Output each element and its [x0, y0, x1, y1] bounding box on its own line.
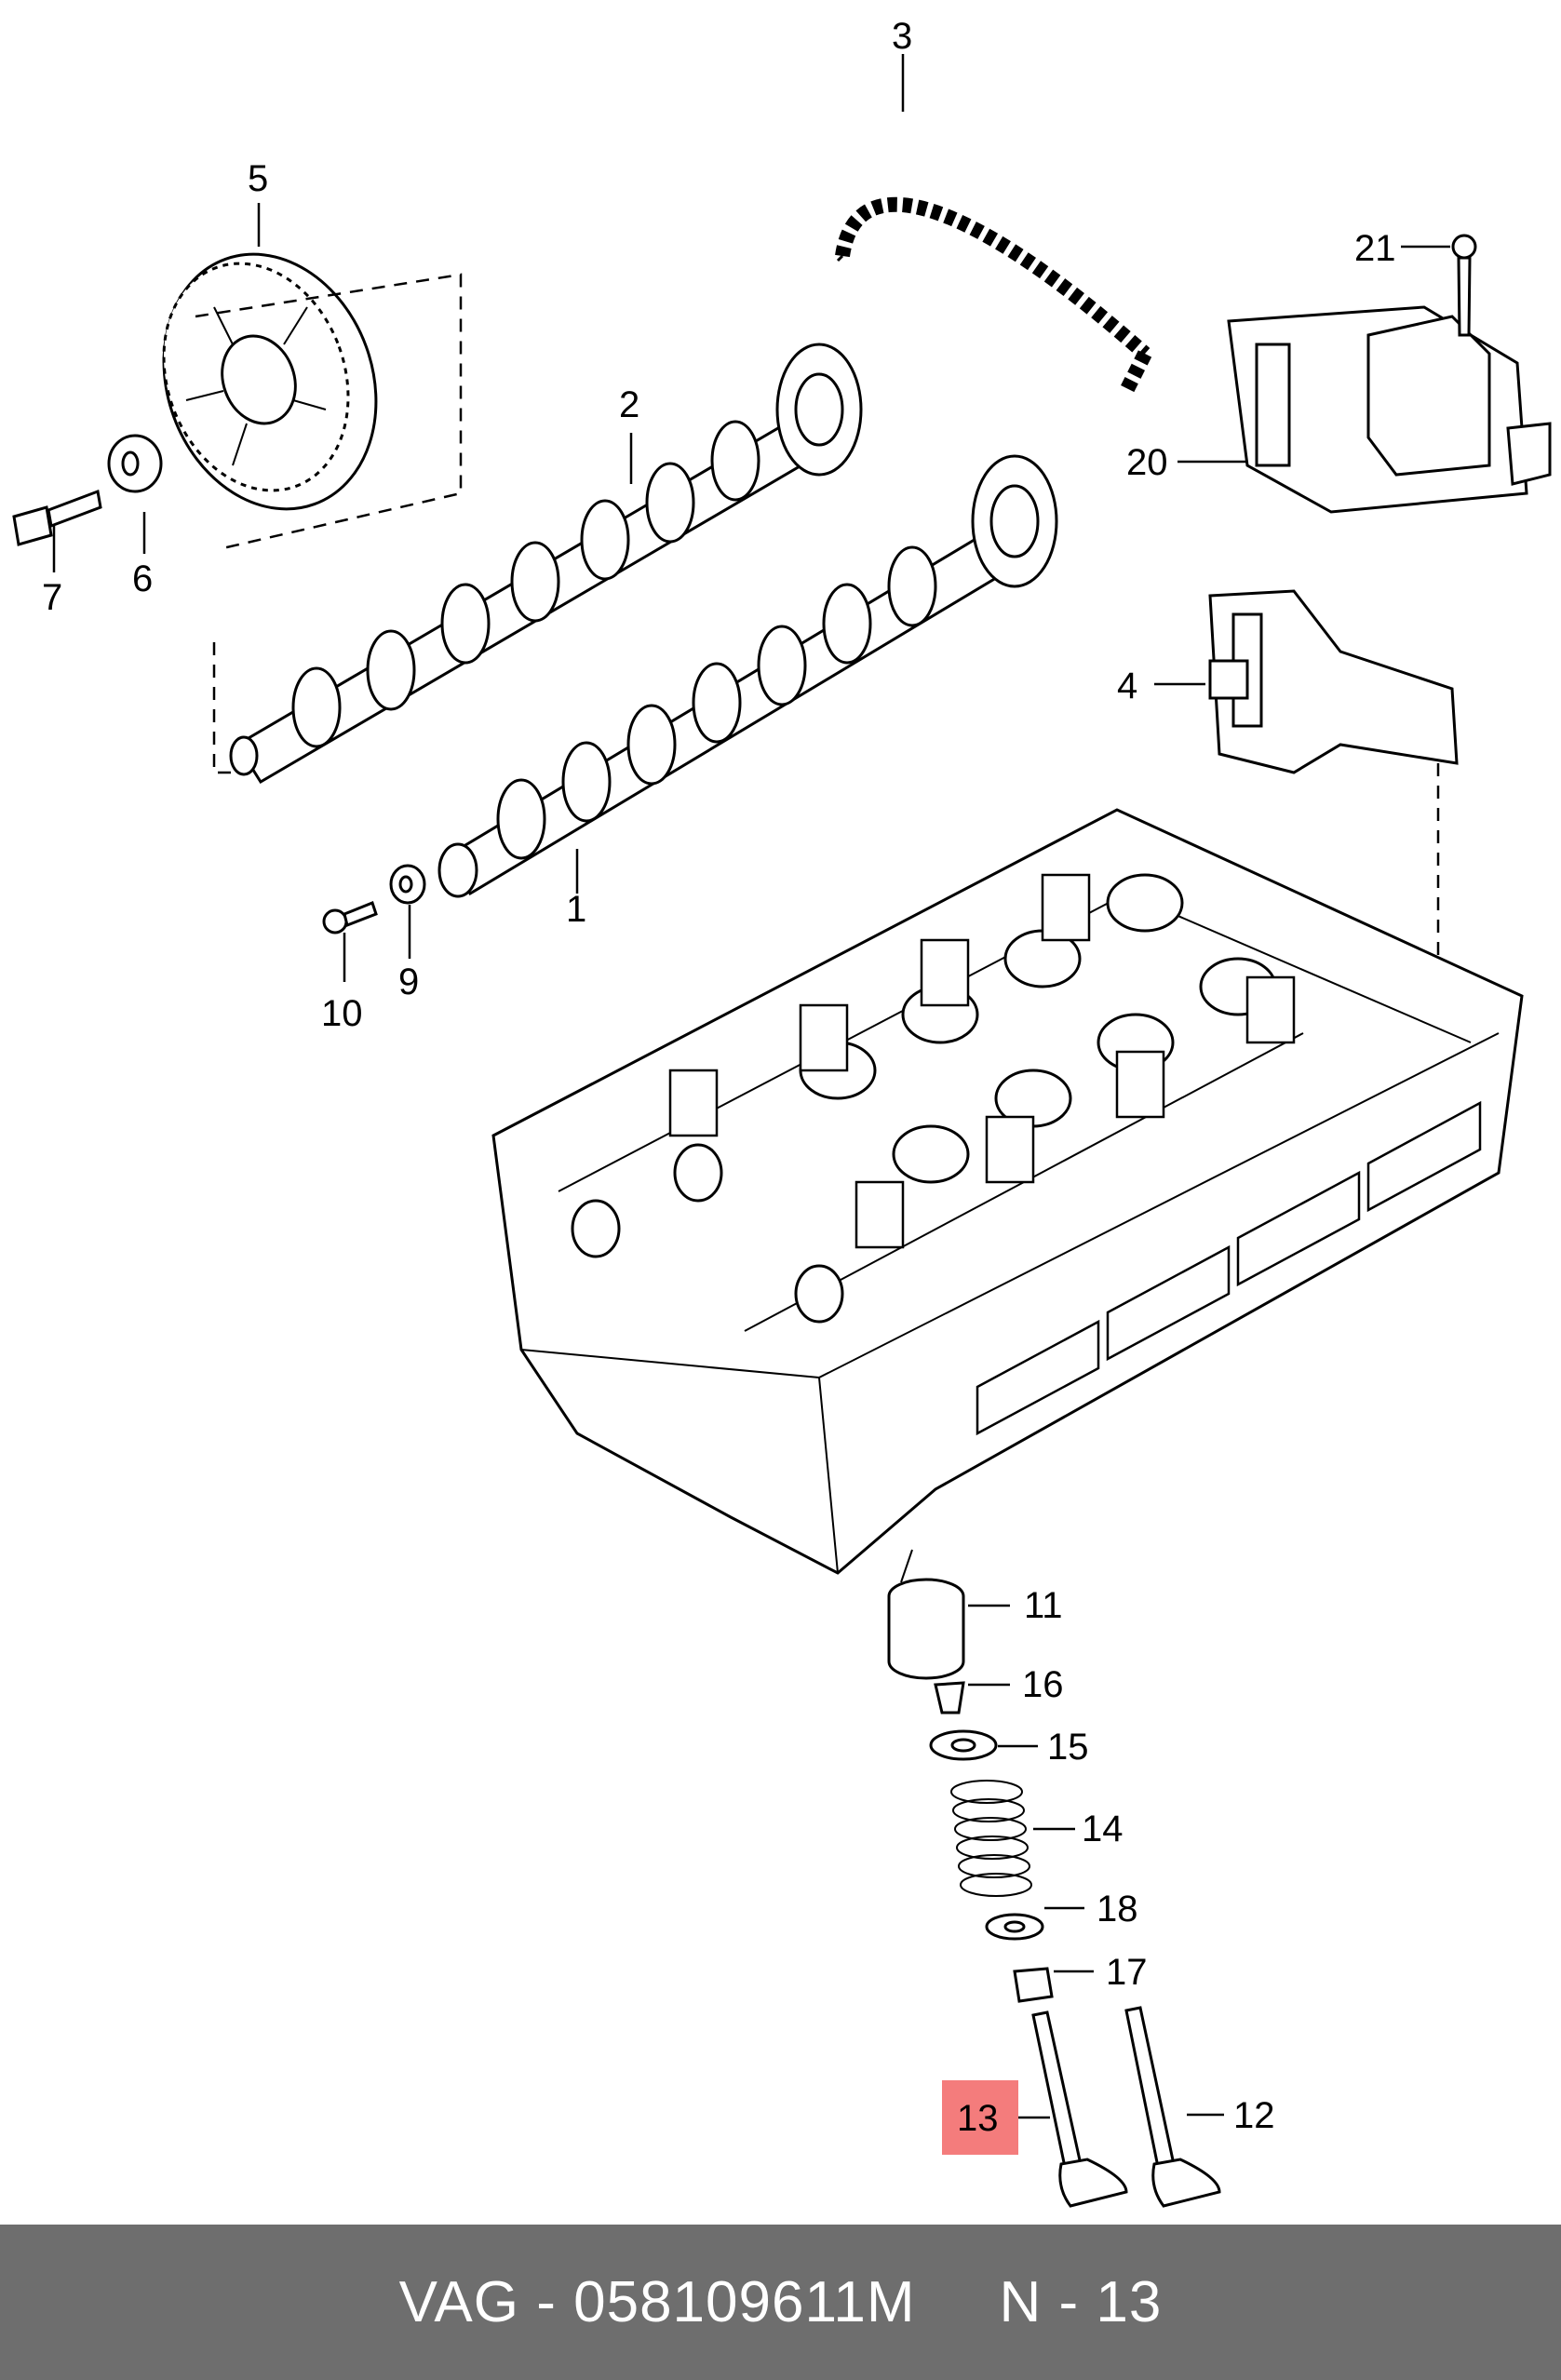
camshaft-1-part: [437, 454, 1058, 898]
callout-2: 2: [619, 384, 639, 425]
callout-labels: 1 2 3 4 5 6 7 8 9 10 11 12 13 14 15 16 1…: [42, 16, 1396, 2139]
leader-lines: [52, 54, 1450, 2119]
callout-6: 6: [132, 558, 153, 599]
callout-12: 12: [1233, 2095, 1275, 2136]
spring-retainer-part: [929, 1729, 998, 1761]
exploded-parts-diagram: 1 2 3 4 5 6 7 8 9 10 11 12 13 14 15 16 1…: [12, 16, 1552, 2208]
highlight-box: [942, 2080, 1018, 2155]
callout-4: 4: [1117, 666, 1137, 706]
valve-collet-part: [934, 1681, 965, 1714]
spring-seat-part: [985, 1913, 1044, 1941]
bolt-10-part: [322, 901, 378, 935]
brand-part-number: VAG - 058109611M: [398, 2270, 916, 2334]
callout-1: 1: [566, 889, 586, 930]
callout-20: 20: [1126, 442, 1168, 483]
washer-part: [107, 434, 163, 493]
bucket-tappet-part: [887, 1578, 965, 1680]
callout-3: 3: [892, 16, 912, 57]
sprocket-bolt-part: [12, 489, 102, 546]
callout-13: 13: [957, 2098, 999, 2139]
callout-5: 5: [248, 158, 268, 199]
callout-15: 15: [1047, 1727, 1089, 1768]
part-number-footer: VAG - 058109611M N - 13: [0, 2225, 1561, 2380]
callout-18: 18: [1097, 1889, 1138, 1930]
valve-spring-part: [950, 1780, 1032, 1897]
callout-7: 7: [42, 577, 62, 618]
bolt-21-part: [1451, 234, 1477, 337]
cylinder-head-part: [491, 808, 1524, 1575]
callout-9: 9: [398, 961, 419, 1002]
camshaft-sprocket-part: [162, 252, 378, 511]
callout-16: 16: [1022, 1664, 1064, 1705]
intake-valve-part: [1031, 2010, 1128, 2208]
callout-14: 14: [1082, 1809, 1124, 1849]
callout-10: 10: [321, 993, 363, 1034]
exhaust-valve-part: [1124, 2006, 1221, 2208]
camshaft-2-part: [229, 343, 863, 785]
washer-9-part: [389, 864, 426, 905]
timing-chain-part: [835, 196, 1152, 395]
callout-11: 11: [1024, 1585, 1063, 1626]
callout-21: 21: [1354, 228, 1396, 269]
camshaft-adjuster-part: [1227, 305, 1552, 514]
valve-stem-seal-part: [1013, 1967, 1054, 2003]
callout-17: 17: [1106, 1952, 1148, 1993]
position-number: N - 13: [999, 2270, 1163, 2334]
chain-tensioner-part: [1208, 589, 1459, 774]
